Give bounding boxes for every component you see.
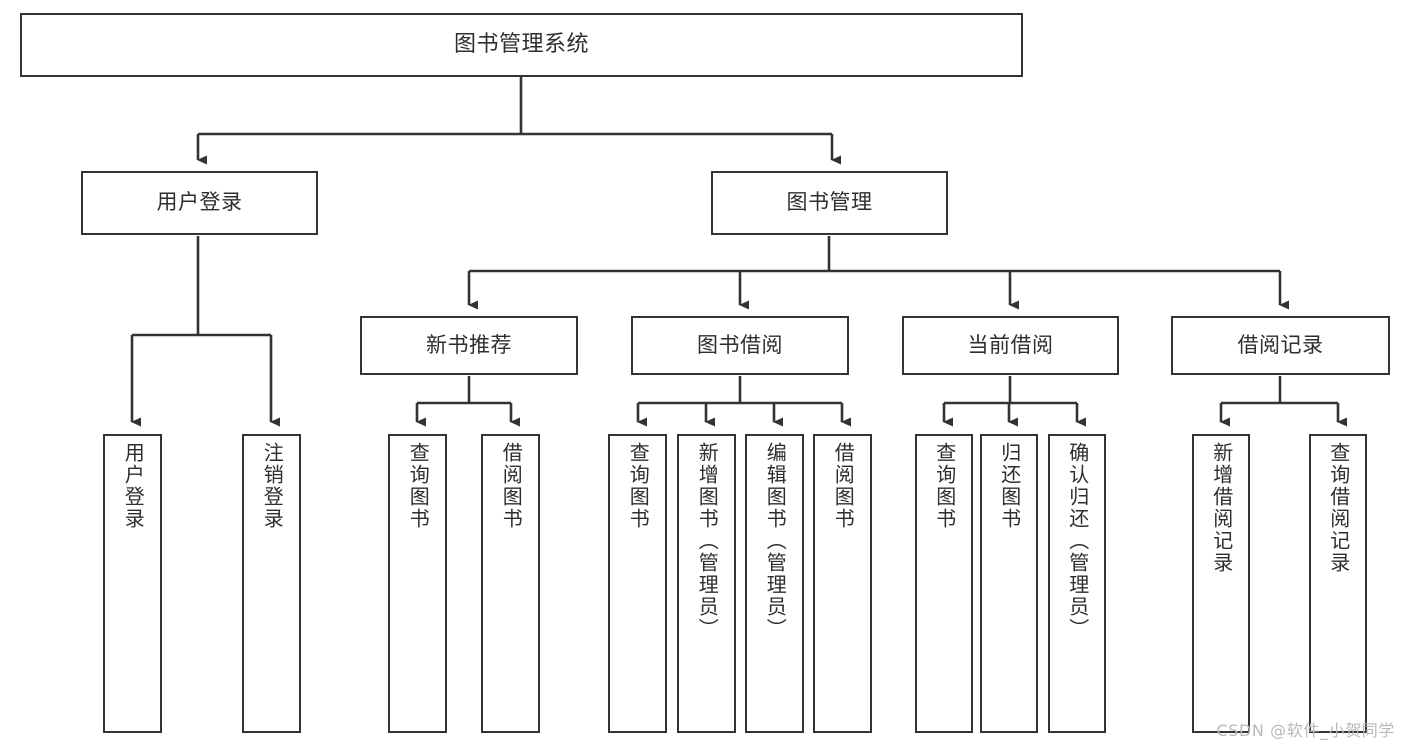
node-leaf-query-book-3[interactable]: 查询图书 xyxy=(915,434,973,733)
node-label: 图书管理 xyxy=(786,190,873,215)
node-leaf-add-record[interactable]: 新增借阅记录 xyxy=(1192,434,1250,733)
node-leaf-borrow-book-1[interactable]: 借阅图书 xyxy=(481,434,540,733)
node-label: 查询图书 xyxy=(932,442,957,530)
node-leaf-user-logout[interactable]: 注销登录 xyxy=(242,434,301,733)
node-leaf-confirm-return[interactable]: 确认归还（管理员） xyxy=(1048,434,1106,733)
node-label: 图书借阅 xyxy=(697,332,783,357)
node-label: 用户登录 xyxy=(156,190,243,215)
node-label: 借阅记录 xyxy=(1237,332,1324,357)
node-label: 借阅图书 xyxy=(831,442,856,530)
node-label: 新增借阅记录 xyxy=(1209,442,1234,574)
node-label: 查询图书 xyxy=(626,442,651,530)
node-label: 查询图书 xyxy=(406,442,431,530)
node-leaf-query-book-2[interactable]: 查询图书 xyxy=(608,434,667,733)
node-leaf-borrow-book-2[interactable]: 借阅图书 xyxy=(813,434,872,733)
node-leaf-return-book[interactable]: 归还图书 xyxy=(980,434,1038,733)
node-label: 借阅图书 xyxy=(499,442,524,530)
node-new-book-recommend[interactable]: 新书推荐 xyxy=(360,316,578,375)
node-label: 归还图书 xyxy=(997,442,1022,530)
node-label: 图书管理系统 xyxy=(453,31,589,57)
node-borrow-record[interactable]: 借阅记录 xyxy=(1171,316,1390,375)
node-label: 新书推荐 xyxy=(426,332,512,357)
node-leaf-query-book-1[interactable]: 查询图书 xyxy=(388,434,447,733)
csdn-watermark: CSDN @软件_小贺同学 xyxy=(1216,721,1395,740)
node-book-borrow[interactable]: 图书借阅 xyxy=(631,316,849,375)
node-label: 当前借阅 xyxy=(967,332,1054,357)
node-leaf-add-book[interactable]: 新增图书（管理员） xyxy=(677,434,736,733)
node-user-login[interactable]: 用户登录 xyxy=(81,171,318,235)
node-label: 用户登录 xyxy=(121,442,146,530)
node-label: 编辑图书（管理员） xyxy=(763,442,788,640)
node-book-manage[interactable]: 图书管理 xyxy=(711,171,948,235)
node-leaf-edit-book[interactable]: 编辑图书（管理员） xyxy=(745,434,804,733)
node-leaf-query-record[interactable]: 查询借阅记录 xyxy=(1309,434,1367,733)
node-current-borrow[interactable]: 当前借阅 xyxy=(902,316,1119,375)
node-leaf-user-login[interactable]: 用户登录 xyxy=(103,434,162,733)
node-label: 注销登录 xyxy=(260,442,285,530)
node-label: 查询借阅记录 xyxy=(1326,442,1351,574)
node-label: 确认归还（管理员） xyxy=(1065,442,1090,640)
node-root-book-management-system[interactable]: 图书管理系统 xyxy=(20,13,1023,77)
node-label: 新增图书（管理员） xyxy=(695,442,720,640)
